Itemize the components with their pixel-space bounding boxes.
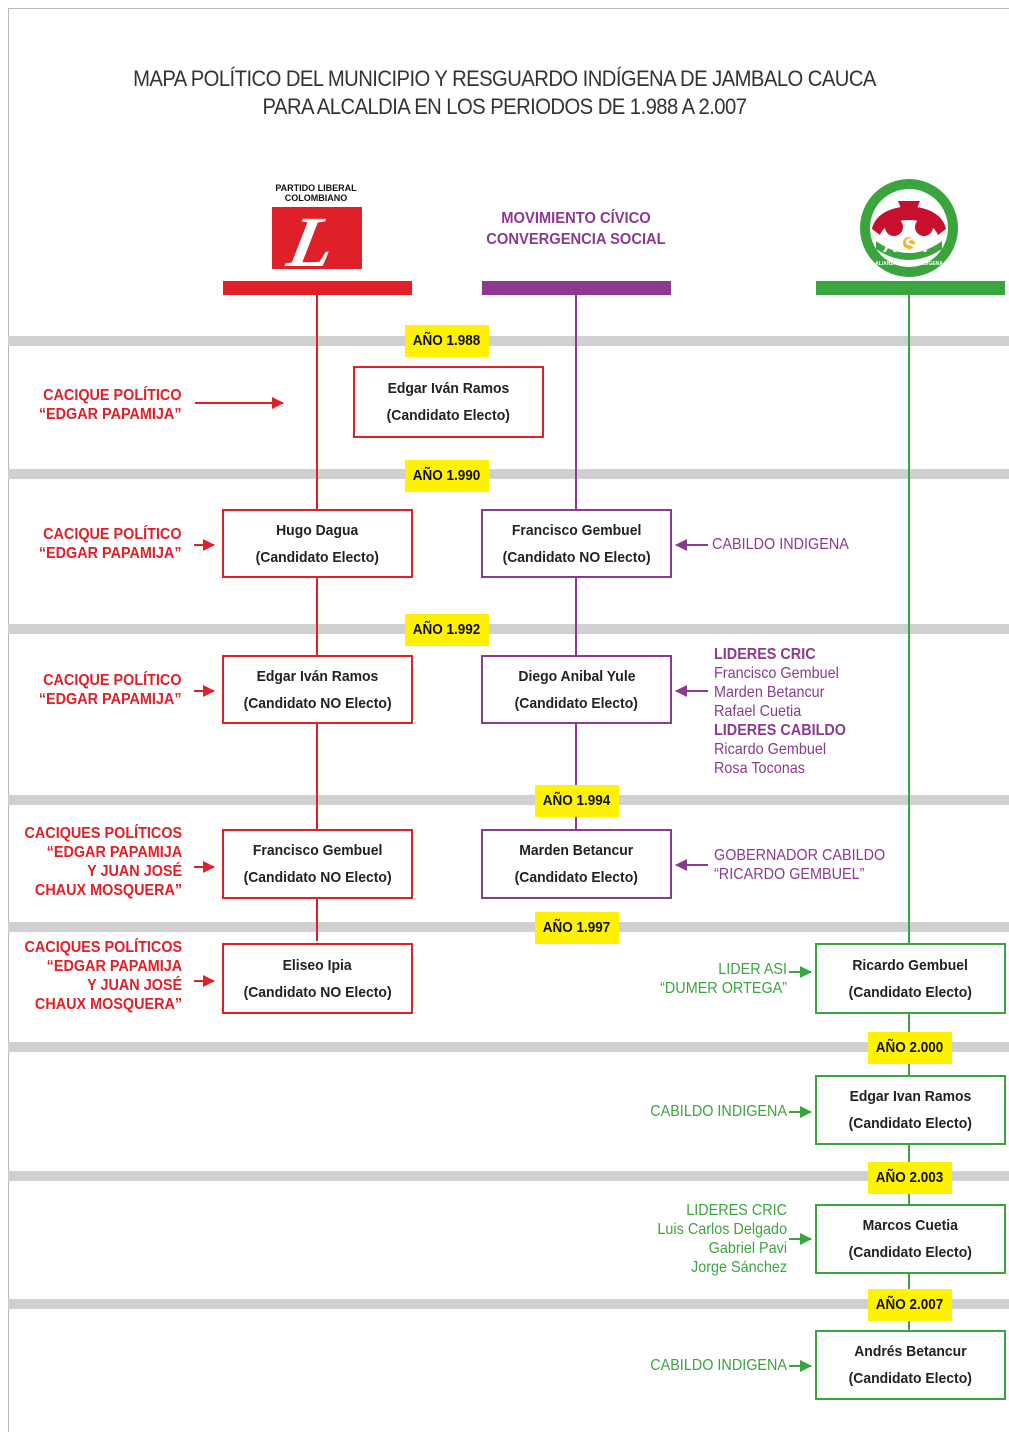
candidate-status: (Candidato Electo) [255, 548, 380, 566]
candidate-box: Diego Anibal Yule (Candidato Electo) [481, 655, 672, 724]
year-divider [8, 336, 1009, 346]
arrow-right-icon [194, 539, 215, 551]
diagram-title-line-1: MAPA POLÍTICO DEL MUNICIPIO Y RESGUARDO … [133, 66, 876, 91]
year-divider [8, 1299, 1009, 1309]
arrow-left-icon [675, 685, 708, 697]
candidate-name: Marcos Cuetia [862, 1217, 959, 1234]
year-badge: AÑO 2.003 [868, 1162, 952, 1194]
candidate-box: Marcos Cuetia (Candidato Electo) [815, 1204, 1006, 1274]
liberal-logo-square: L [272, 207, 362, 269]
arrow-left-icon [675, 859, 708, 871]
arrow-right-icon [789, 1360, 812, 1372]
arrow-right-icon [789, 966, 812, 978]
candidate-name: Hugo Dagua [276, 521, 359, 539]
candidate-status: (Candidato Electo) [848, 983, 973, 1001]
year-divider [8, 469, 1009, 479]
candidate-status: (Candidato Electo) [386, 407, 511, 424]
arrow-right-icon [194, 975, 215, 987]
arrow-left-icon [675, 539, 708, 551]
candidate-status: (Candidato NO Electo) [243, 983, 392, 1001]
candidate-box: Edgar Ivan Ramos (Candidato Electo) [815, 1075, 1006, 1145]
candidate-box: Ricardo Gembuel (Candidato Electo) [815, 943, 1006, 1014]
candidate-box: Edgar Iván Ramos (Candidato Electo) [353, 366, 544, 438]
year-badge: AÑO 2.007 [868, 1289, 952, 1321]
asi-header-bar [816, 281, 1005, 295]
arrow-right-icon [194, 861, 215, 873]
influence-label-lideres-cric: LIDERES CRIC Luis Carlos Delgado Gabriel… [657, 1202, 787, 1276]
year-badge: AÑO 1.992 [405, 614, 489, 646]
year-badge: AÑO 1.990 [405, 460, 489, 492]
influence-label-cacique: CACIQUE POLÍTICO“EDGAR PAPAMIJA” [39, 672, 182, 708]
asi-party-logo: ASI ALIANZA SOCIAL INDÍGENA [858, 177, 960, 279]
civico-header-bar [482, 281, 671, 295]
influence-label-lideres: LIDERES CRIC Francisco Gembuel Marden Be… [714, 646, 847, 777]
civico-heading-line: MOVIMIENTO CÍVICO [501, 210, 651, 227]
candidate-name: Marden Betancur [519, 842, 634, 859]
candidate-box: Hugo Dagua (Candidato Electo) [222, 509, 413, 578]
year-divider [8, 1042, 1009, 1052]
candidate-box: Francisco Gembuel (Candidato NO Electo) [481, 509, 672, 578]
candidate-status: (Candidato Electo) [848, 1244, 973, 1261]
influence-label-cabildo: CABILDO INDIGENA [712, 536, 849, 553]
candidate-name: Ricardo Gembuel [852, 956, 969, 974]
candidate-name: Francisco Gembuel [252, 842, 383, 859]
asi-logo-text: ASI [883, 235, 935, 257]
year-divider [8, 795, 1009, 805]
candidate-name: Francisco Gembuel [511, 521, 642, 539]
influence-label-cabildo: CABILDO INDIGENA [650, 1103, 787, 1120]
candidate-name: Andrés Betancur [854, 1343, 967, 1360]
year-badge: AÑO 1.997 [535, 912, 619, 944]
page-frame [8, 8, 1009, 1432]
civico-party-heading: MOVIMIENTO CÍVICO CONVERGENCIA SOCIAL [470, 208, 682, 250]
candidate-status: (Candidato Electo) [514, 869, 639, 886]
year-badge: AÑO 1.988 [405, 325, 489, 357]
candidate-name: Eliseo Ipia [282, 956, 352, 974]
asi-logo-subtext: ALIANZA SOCIAL INDÍGENA [875, 261, 943, 267]
candidate-status: (Candidato Electo) [514, 694, 639, 712]
year-badge: AÑO 1.994 [535, 785, 619, 817]
arrow-right-icon [195, 397, 284, 409]
liberal-logo-text: PARTIDO LIBERAL [275, 183, 357, 193]
candidate-box: Edgar Iván Ramos (Candidato NO Electo) [222, 655, 413, 724]
candidate-box: Eliseo Ipia (Candidato NO Electo) [222, 943, 413, 1014]
candidate-status: (Candidato Electo) [848, 1370, 973, 1387]
candidate-box: Andrés Betancur (Candidato Electo) [815, 1330, 1006, 1400]
liberal-party-logo: PARTIDO LIBERAL COLOMBIANO L [268, 183, 364, 271]
candidate-status: (Candidato NO Electo) [502, 548, 651, 566]
liberal-header-bar [223, 281, 412, 295]
arrow-right-icon [194, 685, 215, 697]
year-divider [8, 1171, 1009, 1181]
candidate-name: Diego Anibal Yule [517, 667, 636, 685]
year-divider [8, 922, 1009, 932]
arrow-right-icon [789, 1106, 812, 1118]
candidate-status: (Candidato NO Electo) [243, 694, 392, 712]
arrow-right-icon [789, 1233, 812, 1245]
candidate-name: Edgar Ivan Ramos [849, 1088, 972, 1105]
candidate-status: (Candidato Electo) [848, 1115, 973, 1132]
candidate-box: Francisco Gembuel (Candidato NO Electo) [222, 829, 413, 899]
influence-label-lider-asi: LIDER ASI“DUMER ORTEGA” [660, 961, 787, 997]
influence-label-cabildo: CABILDO INDIGENA [650, 1357, 787, 1374]
diagram-title-line-2: PARA ALCALDIA EN LOS PERIODOS DE 1.988 A… [262, 94, 747, 119]
candidate-status: (Candidato NO Electo) [243, 869, 392, 886]
civico-heading-line: CONVERGENCIA SOCIAL [486, 231, 666, 248]
liberal-timeline [316, 294, 318, 941]
liberal-logo-letter: L [281, 207, 343, 269]
influence-label-cacique: CACIQUE POLÍTICO“EDGAR PAPAMIJA” [39, 387, 182, 423]
asi-timeline [908, 294, 910, 1334]
candidate-box: Marden Betancur (Candidato Electo) [481, 829, 672, 899]
candidate-name: Edgar Iván Ramos [387, 380, 510, 397]
liberal-logo-text: COLOMBIANO [284, 193, 348, 203]
year-divider [8, 624, 1009, 634]
influence-label-gobernador: GOBERNADOR CABILDO“RICARDO GEMBUEL” [714, 847, 886, 883]
candidate-name: Edgar Iván Ramos [256, 667, 379, 685]
influence-label-cacique: CACIQUE POLÍTICO“EDGAR PAPAMIJA” [39, 526, 182, 562]
year-badge: AÑO 2.000 [868, 1032, 952, 1064]
